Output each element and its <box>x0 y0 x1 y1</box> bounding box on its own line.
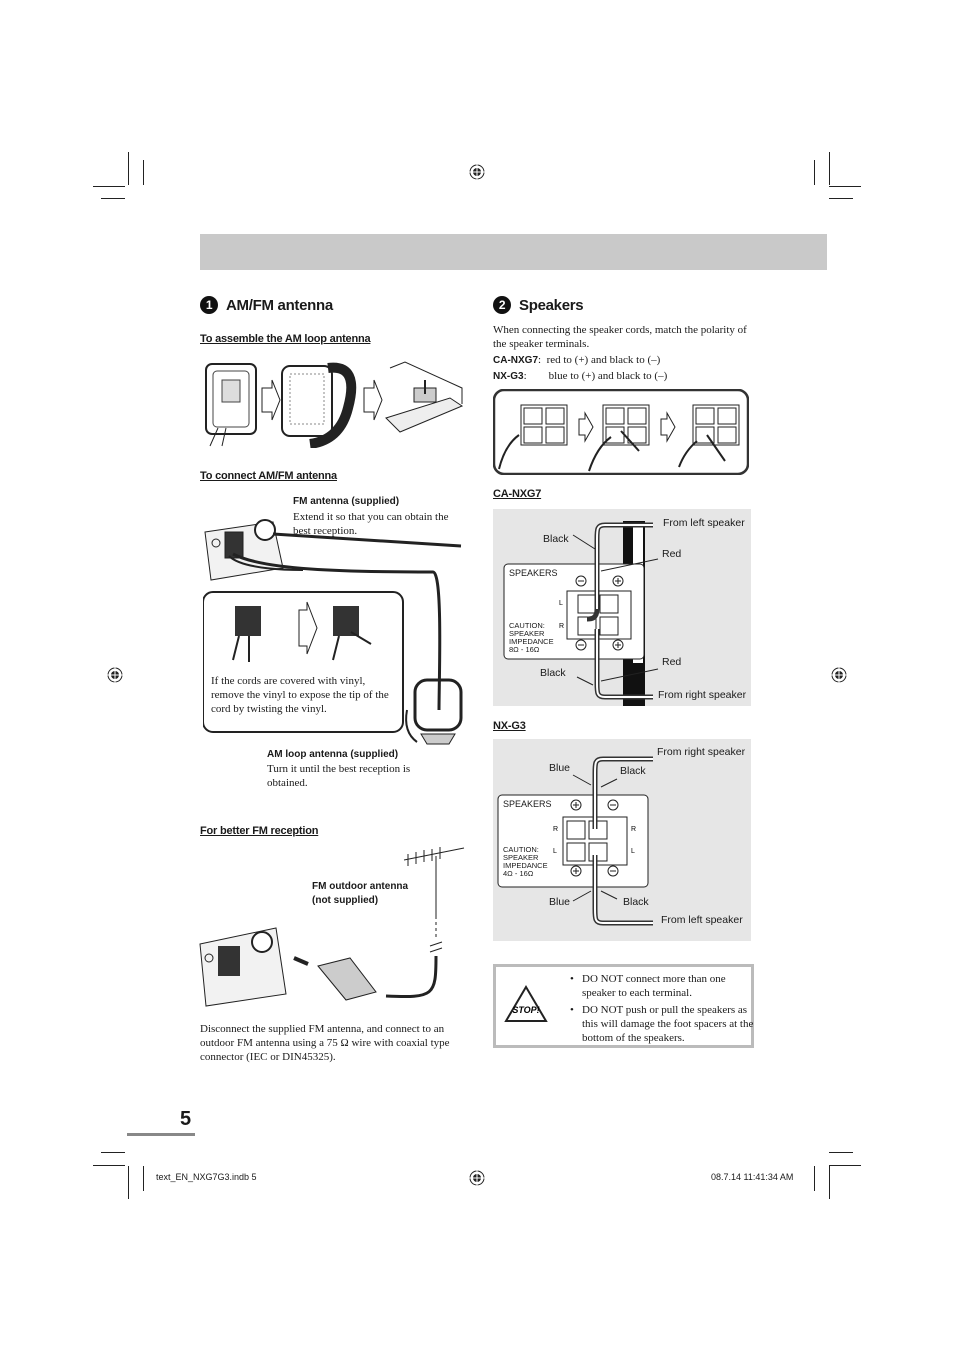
ca-from-left: From left speaker <box>663 517 745 529</box>
nx-blue-bottom: Blue <box>549 896 571 908</box>
ca-from-right: From right speaker <box>658 689 747 701</box>
crop-mark <box>101 1152 125 1153</box>
disconnect-text: Disconnect the supplied FM antenna, and … <box>200 1023 450 1063</box>
nx-black-bottom: Black <box>623 896 649 908</box>
ca-heading: CA-NXG7 <box>493 488 542 500</box>
warning-list: DO NOT connect more than one speaker to … <box>568 972 760 1048</box>
crop-mark <box>128 1166 129 1199</box>
nx-g3-wiring-diagram: R L R L <box>497 756 653 926</box>
stop-label: STOP! <box>512 1005 539 1015</box>
ca-red-bottom: Red <box>662 656 682 668</box>
stop-warning-icon: STOP! <box>504 985 548 1022</box>
svg-text:L: L <box>631 848 635 855</box>
crop-mark <box>829 152 830 185</box>
registration-mark-icon <box>469 164 485 180</box>
crop-mark <box>101 198 125 199</box>
svg-text:R: R <box>631 826 636 833</box>
crop-mark <box>143 160 144 185</box>
am-loop-text: Turn it until the best reception is obta… <box>267 763 411 789</box>
crop-mark <box>93 186 125 187</box>
crop-mark <box>829 198 853 199</box>
assemble-heading: To assemble the AM loop antenna <box>200 333 371 345</box>
page-number-underline <box>127 1133 195 1136</box>
header-bar <box>200 234 827 270</box>
connect-heading: To connect AM/FM antenna <box>200 470 337 482</box>
speakers-intro: When connecting the speaker cords, match… <box>493 324 747 350</box>
speaker-terminal-steps-illustration <box>493 389 749 475</box>
ca-speakers-label: SPEAKERS <box>509 568 558 578</box>
footer-timestamp: 08.7.14 11:41:34 AM <box>711 1172 794 1182</box>
ca-caution-label: CAUTION: SPEAKER IMPEDANCE 8Ω - 16Ω <box>509 621 554 654</box>
nx-blue-top: Blue <box>549 762 571 774</box>
crop-mark <box>829 1152 853 1153</box>
nx-from-left: From left speaker <box>661 914 743 926</box>
fm-better-heading: For better FM reception <box>200 825 319 837</box>
crop-mark <box>128 152 129 185</box>
fm-antenna-text: Extend it so that you can obtain the bes… <box>293 511 449 537</box>
section-speakers-heading: 2 Speakers <box>493 296 584 314</box>
antenna-connection-illustration <box>203 519 463 745</box>
svg-text:L: L <box>559 600 563 607</box>
crop-mark <box>93 1165 125 1166</box>
section-number: 1 <box>200 296 218 314</box>
section-number: 2 <box>493 296 511 314</box>
footer-file: text_EN_NXG7G3.indb 5 <box>156 1172 257 1182</box>
crop-mark <box>829 1165 861 1166</box>
nx-heading: NX-G3 <box>493 720 526 732</box>
crop-mark <box>829 1166 830 1199</box>
crop-mark <box>143 1166 144 1191</box>
section-title: AM/FM antenna <box>226 296 333 314</box>
svg-text:R: R <box>553 826 558 833</box>
ca-polarity-line: CA-NXG7: red to (+) and black to (–) <box>493 354 661 366</box>
nx-black-top: Black <box>620 765 646 777</box>
ca-polarity-text: red to (+) and black to (–) <box>546 354 661 366</box>
fm-outdoor-label: FM outdoor antenna (not supplied) <box>312 881 409 906</box>
ca-black-top: Black <box>543 533 569 545</box>
nx-from-right: From right speaker <box>657 746 746 758</box>
warning-box: STOP! DO NOT connect more than one speak… <box>493 964 754 1048</box>
registration-mark-icon <box>107 667 123 683</box>
warning-item: DO NOT push or pull the speakers as this… <box>570 1003 760 1045</box>
nx-caution-label: CAUTION: SPEAKER IMPEDANCE 4Ω - 16Ω <box>503 845 548 878</box>
vinyl-note-text: If the cords are covered with vinyl, rem… <box>211 675 389 715</box>
am-loop-assembly-illustration <box>205 361 464 448</box>
ca-red-top: Red <box>662 548 682 560</box>
ca-model: CA-NXG7 <box>493 355 539 366</box>
section-title: Speakers <box>519 296 584 314</box>
registration-mark-icon <box>469 1170 485 1186</box>
registration-mark-icon <box>831 667 847 683</box>
svg-text:L: L <box>553 848 557 855</box>
ca-nxg7-wiring-diagram: L R <box>503 521 659 706</box>
fm-outdoor-antenna-illustration <box>199 847 465 1007</box>
ca-black-bottom: Black <box>540 667 566 679</box>
fm-antenna-label: FM antenna (supplied) <box>293 496 400 507</box>
warning-item: DO NOT connect more than one speaker to … <box>570 972 760 1000</box>
svg-text:R: R <box>559 623 564 630</box>
page-number: 5 <box>180 1108 192 1130</box>
nx-model: NX-G3 <box>493 371 524 382</box>
nx-polarity-text: blue to (+) and black to (–) <box>548 370 668 382</box>
nx-speakers-label: SPEAKERS <box>503 799 552 809</box>
nx-polarity-line: NX-G3: blue to (+) and black to (–) <box>493 370 668 382</box>
crop-mark <box>814 160 815 185</box>
am-loop-label: AM loop antenna (supplied) <box>267 749 399 760</box>
crop-mark <box>829 186 861 187</box>
crop-mark <box>814 1166 815 1191</box>
section-am-fm-heading: 1 AM/FM antenna <box>200 296 333 314</box>
